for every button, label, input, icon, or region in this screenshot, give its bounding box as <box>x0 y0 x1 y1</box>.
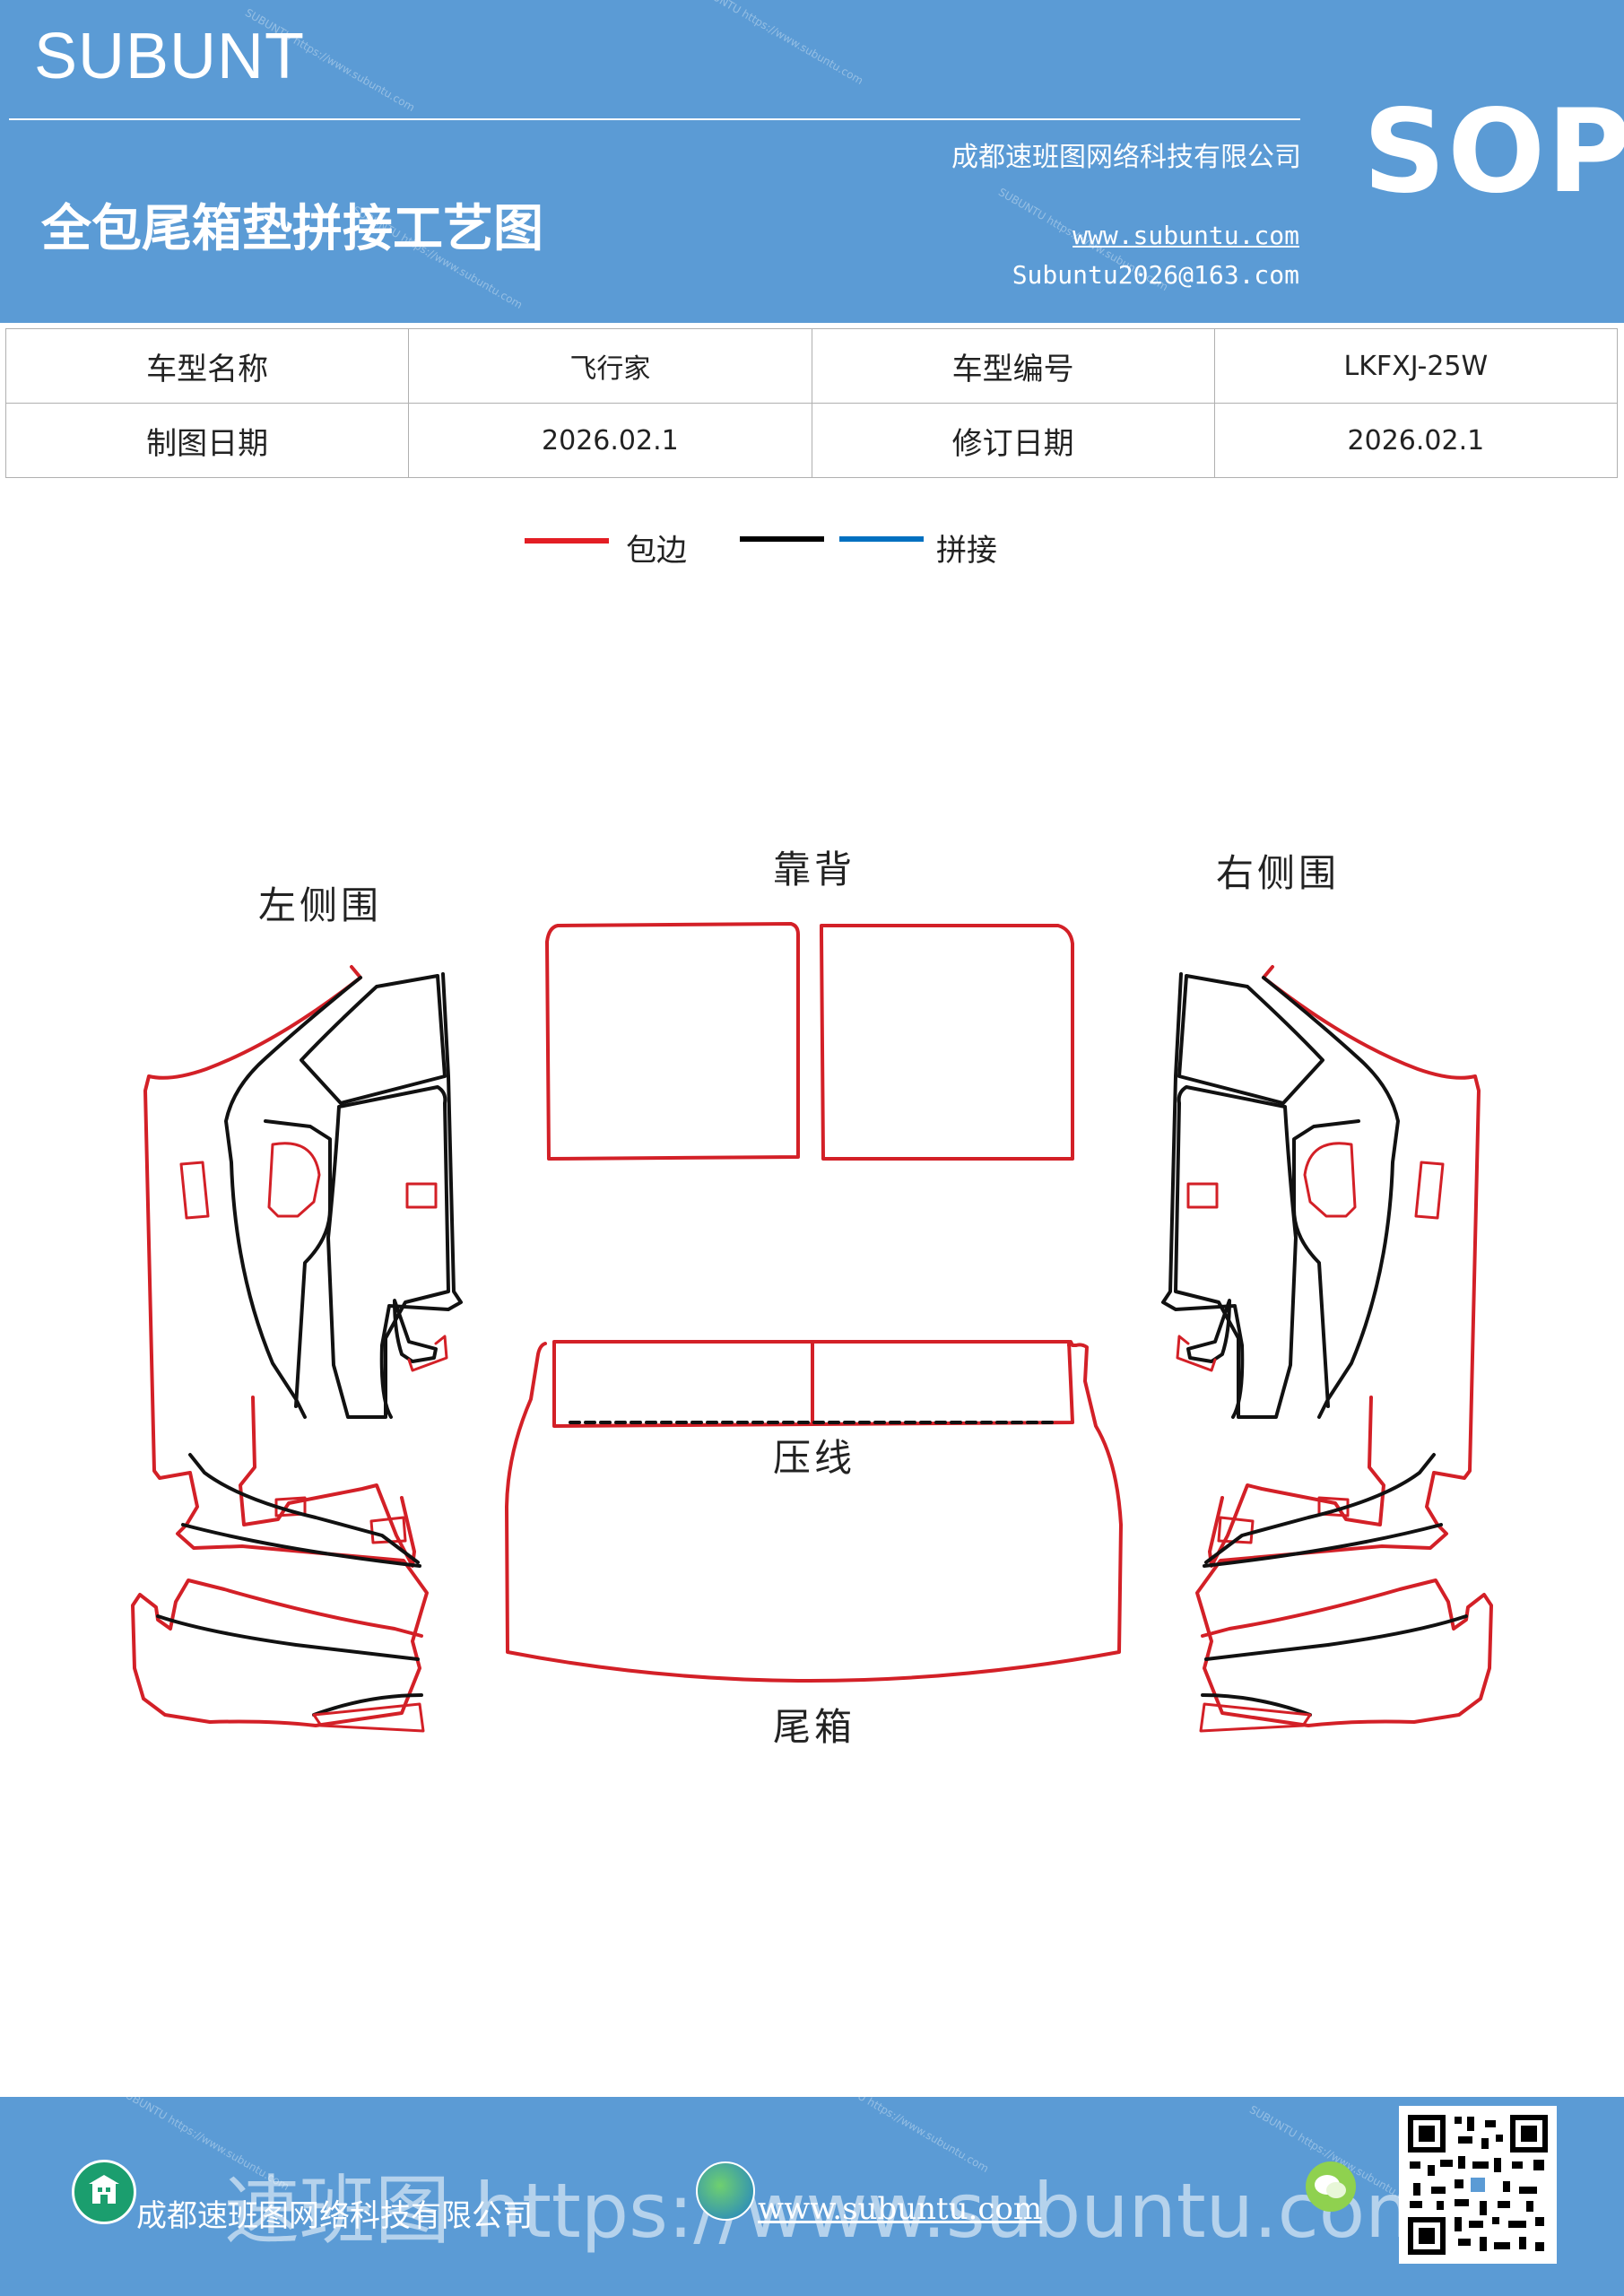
mat-pattern-diagram: 左侧围 靠背 右侧围 压线 尾箱 <box>0 807 1624 1812</box>
left-rect-1 <box>179 1161 210 1220</box>
footer-website-link[interactable]: www.subuntu.com <box>758 2191 1043 2227</box>
right-rect-2 <box>1186 1182 1219 1209</box>
trunk-mat <box>505 1340 1123 1683</box>
right-inner-seam-1 <box>1262 976 1400 1419</box>
trunk-label: 尾箱 <box>773 1705 856 1749</box>
header-banner: SUBUNTU https://www.subuntu.com SUBUNTU … <box>0 0 1624 323</box>
right-bottom-seam-2 <box>1203 1523 1443 1568</box>
email-address: Subuntu2026@163.com <box>1012 260 1299 290</box>
left-inner-seam-1 <box>224 976 362 1419</box>
crease-label: 压线 <box>773 1436 856 1480</box>
header-divider <box>9 118 1300 120</box>
right-slot <box>1303 1142 1357 1218</box>
right-bottom-seam-4 <box>1201 1693 1312 1717</box>
table-row: 车型名称 飞行家 车型编号 LKFXJ-25W <box>4 328 1619 404</box>
legend-black-swatch <box>740 536 824 542</box>
left-strap-1 <box>393 1299 438 1363</box>
legend-edge-label: 包边 <box>626 533 687 569</box>
right-rect-1 <box>1414 1161 1445 1220</box>
footer-watermark: 速班图 https://www.subuntu.com <box>224 2167 1438 2255</box>
right-side-panel <box>1161 965 1493 1733</box>
left-bottom-seam-2 <box>181 1523 421 1568</box>
left-window-cutout <box>264 1119 332 1408</box>
company-name: 成都速班图网络科技有限公司 <box>951 142 1301 173</box>
right-lower-rect-2 <box>1217 1516 1255 1544</box>
model-code-value: LKFXJ-25W <box>1213 328 1619 404</box>
brand-name: SUBUNT <box>34 21 306 92</box>
footer-banner: SUBUNTU https://www.subuntu.com SUBUNTU … <box>0 2097 1624 2296</box>
left-bottom-seam-3 <box>156 1614 420 1661</box>
right-strap-1 <box>1186 1299 1231 1363</box>
sop-badge: SOP <box>1363 85 1624 219</box>
backrest-left-panel <box>545 922 800 1161</box>
left-side-panel <box>131 965 463 1733</box>
table-row: 制图日期 2026.02.1 修订日期 2026.02.1 <box>4 403 1619 478</box>
backrest-panels <box>545 922 1074 1161</box>
right-bottom-strip <box>1199 1702 1312 1733</box>
right-mid-piece <box>1174 1085 1298 1419</box>
document-title: 全包尾箱垫拼接工艺图 <box>41 200 543 258</box>
model-code-label: 车型编号 <box>811 328 1215 404</box>
trunk-mat-outline <box>505 1340 1123 1683</box>
right-side-label: 右侧围 <box>1216 851 1341 895</box>
right-outer-outline <box>1195 965 1493 1727</box>
footer-company-name: 成都速班图网络科技有限公司 <box>136 2198 533 2234</box>
right-window-cutout <box>1292 1119 1360 1408</box>
vehicle-info-table: 车型名称 飞行家 车型编号 LKFXJ-25W 制图日期 2026.02.1 修… <box>4 328 1619 478</box>
draw-date-label: 制图日期 <box>4 403 410 478</box>
right-bottom-seam-3 <box>1204 1614 1468 1661</box>
revision-date-label: 修订日期 <box>811 403 1215 478</box>
left-lower-rect-2 <box>369 1516 407 1544</box>
right-strap-2 <box>1176 1335 1217 1372</box>
right-top-piece <box>1177 974 1324 1105</box>
watermark: SUBUNTU https://www.subuntu.com <box>690 0 865 88</box>
model-name-value: 飞行家 <box>408 328 812 404</box>
left-bottom-seam-1 <box>188 1453 420 1564</box>
draw-date-value: 2026.02.1 <box>408 403 812 478</box>
building-icon <box>72 2160 136 2224</box>
left-side-label: 左侧围 <box>258 883 383 927</box>
wechat-icon <box>1306 2161 1356 2212</box>
model-name-label: 车型名称 <box>4 328 410 404</box>
left-top-piece <box>300 974 447 1105</box>
legend-edge-swatch <box>525 538 609 544</box>
left-outer-outline <box>131 965 429 1727</box>
left-inner-seam-2 <box>379 972 463 1419</box>
legend-seam-label: 拼接 <box>936 533 997 569</box>
left-mid-piece <box>326 1085 450 1419</box>
backrest-label: 靠背 <box>773 848 856 891</box>
backrest-right-panel <box>820 924 1074 1161</box>
left-bottom-strip <box>312 1702 425 1733</box>
right-bottom-seam-1 <box>1204 1453 1436 1564</box>
legend-seam-swatch <box>839 536 924 542</box>
globe-icon <box>696 2161 755 2221</box>
revision-date-value: 2026.02.1 <box>1213 403 1619 478</box>
trunk-flap-outline <box>552 1340 1074 1428</box>
right-inner-seam-2 <box>1161 972 1245 1419</box>
left-bottom-seam-4 <box>312 1693 423 1717</box>
left-strap-2 <box>407 1335 448 1372</box>
website-link[interactable]: www.subuntu.com <box>1073 221 1299 250</box>
left-rect-2 <box>405 1182 438 1209</box>
qr-code-icon <box>1399 2106 1557 2264</box>
left-slot <box>267 1142 321 1218</box>
